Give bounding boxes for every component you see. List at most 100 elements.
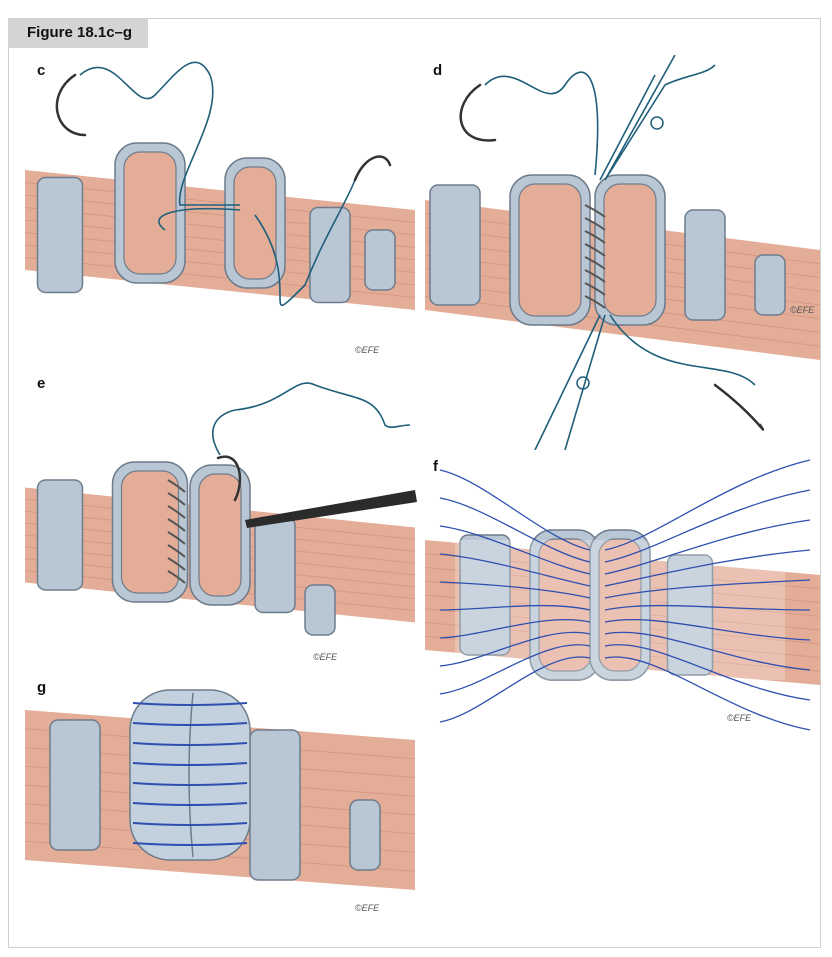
- pulley-lumen: [123, 151, 177, 275]
- suture-thread: [439, 656, 591, 723]
- pulley: [684, 209, 726, 321]
- suture-thread: [604, 459, 811, 551]
- suture-thread: [132, 782, 248, 786]
- suture-thread: [439, 618, 591, 639]
- suture-thread: [132, 802, 248, 806]
- panel-label-d: d: [433, 62, 443, 79]
- suture-stitch: [584, 282, 606, 296]
- pulley: [304, 584, 336, 636]
- suture-stitch: [584, 295, 606, 309]
- suture-thread: [439, 631, 591, 667]
- figure-frame: [8, 18, 821, 948]
- suture-thread: [79, 61, 240, 206]
- suture-thread: [604, 579, 811, 599]
- pulley: [666, 554, 714, 676]
- suture-stitch: [167, 570, 186, 584]
- suture-thread: [158, 179, 356, 306]
- panel-label-f: f: [433, 458, 438, 475]
- panel-g: g ©EFE: [25, 675, 420, 940]
- pulley: [249, 729, 301, 881]
- suture-stitch: [167, 557, 186, 571]
- pulley-lumen: [198, 473, 242, 597]
- suture-thread: [439, 604, 591, 611]
- suture-stitch: [584, 256, 606, 270]
- pulley: [36, 479, 84, 591]
- copyright-watermark: ©EFE: [355, 345, 380, 355]
- panel-label-g: g: [37, 679, 47, 696]
- pulley-lumen: [120, 470, 180, 594]
- tendon-repair-illustration-c: [25, 61, 416, 310]
- pulley-lumen: [598, 538, 642, 672]
- suture-stitch: [167, 544, 186, 558]
- tendon-repair-illustration-f: [425, 459, 820, 731]
- suture-loop: [576, 376, 590, 390]
- suture-thread: [439, 497, 591, 563]
- suture-thread: [132, 822, 248, 826]
- suture-thread: [604, 549, 811, 587]
- suture-thread: [439, 525, 591, 575]
- suture-thread: [604, 489, 811, 563]
- copyright-watermark: ©EFE: [355, 903, 380, 913]
- pulley: [49, 719, 101, 851]
- suture-stitch: [167, 492, 186, 506]
- copyright-watermark: ©EFE: [313, 652, 338, 662]
- suture-stitch: [584, 217, 606, 231]
- pulley: [309, 206, 351, 304]
- suture-stitch: [167, 505, 186, 519]
- suture-thread: [604, 656, 811, 731]
- copyright-watermark: ©EFE: [727, 713, 752, 723]
- repair-seam: [188, 692, 194, 858]
- suture-needle: [459, 83, 497, 142]
- suture-thread: [604, 604, 811, 611]
- suture-needle: [216, 455, 242, 502]
- pulley: [349, 799, 381, 871]
- suture-thread: [534, 314, 756, 450]
- suture-stitch: [584, 230, 606, 244]
- suture-thread: [439, 644, 591, 695]
- suture-stitch: [584, 243, 606, 257]
- pulley: [254, 516, 296, 614]
- suture-thread: [132, 762, 248, 766]
- suture-stitch: [584, 204, 606, 218]
- translucent-overlay: [455, 540, 785, 680]
- suture-thread: [132, 842, 248, 846]
- figure-title: Figure 18.1c–g: [8, 18, 148, 48]
- pulley-lumen: [518, 183, 582, 317]
- panel-d: d ©EFE: [425, 55, 820, 450]
- tendon-repair-illustration-g: [25, 689, 416, 890]
- panel-e: e ©EFE: [25, 370, 420, 670]
- suture-thread: [132, 742, 248, 746]
- suture-thread: [604, 631, 811, 671]
- suture-stitch: [167, 531, 186, 545]
- forceps: [245, 490, 417, 528]
- suture-stitch: [167, 518, 186, 532]
- panel-f: f ©EFE: [425, 455, 820, 735]
- pulley-lumen: [603, 183, 657, 317]
- copyright-watermark: ©EFE: [790, 305, 815, 315]
- panel-label-e: e: [37, 375, 46, 392]
- pulley-lumen: [233, 166, 277, 280]
- panel-label-c: c: [37, 62, 46, 79]
- suture-needle: [713, 383, 765, 431]
- tendon-repair-illustration-d: [425, 55, 820, 450]
- suture-thread: [439, 553, 591, 587]
- suture-loop: [650, 116, 664, 130]
- pulley: [754, 254, 786, 316]
- suture-thread: [132, 702, 248, 706]
- pulley: [36, 176, 84, 294]
- suture-thread: [211, 382, 411, 456]
- pulley: [429, 184, 481, 306]
- panel-c: c ©EFE: [25, 55, 420, 365]
- pulley: [364, 229, 396, 291]
- suture-stitch: [167, 479, 186, 493]
- tendon-repair-illustration-e: [25, 382, 417, 636]
- suture-thread: [484, 55, 716, 181]
- suture-thread: [439, 469, 591, 551]
- suture-thread: [604, 618, 811, 641]
- suture-needle: [353, 155, 392, 182]
- suture-stitch: [584, 269, 606, 283]
- suture-needle: [55, 73, 87, 137]
- suture-thread: [604, 644, 811, 701]
- repaired-pulley: [129, 689, 251, 861]
- suture-thread: [132, 722, 248, 726]
